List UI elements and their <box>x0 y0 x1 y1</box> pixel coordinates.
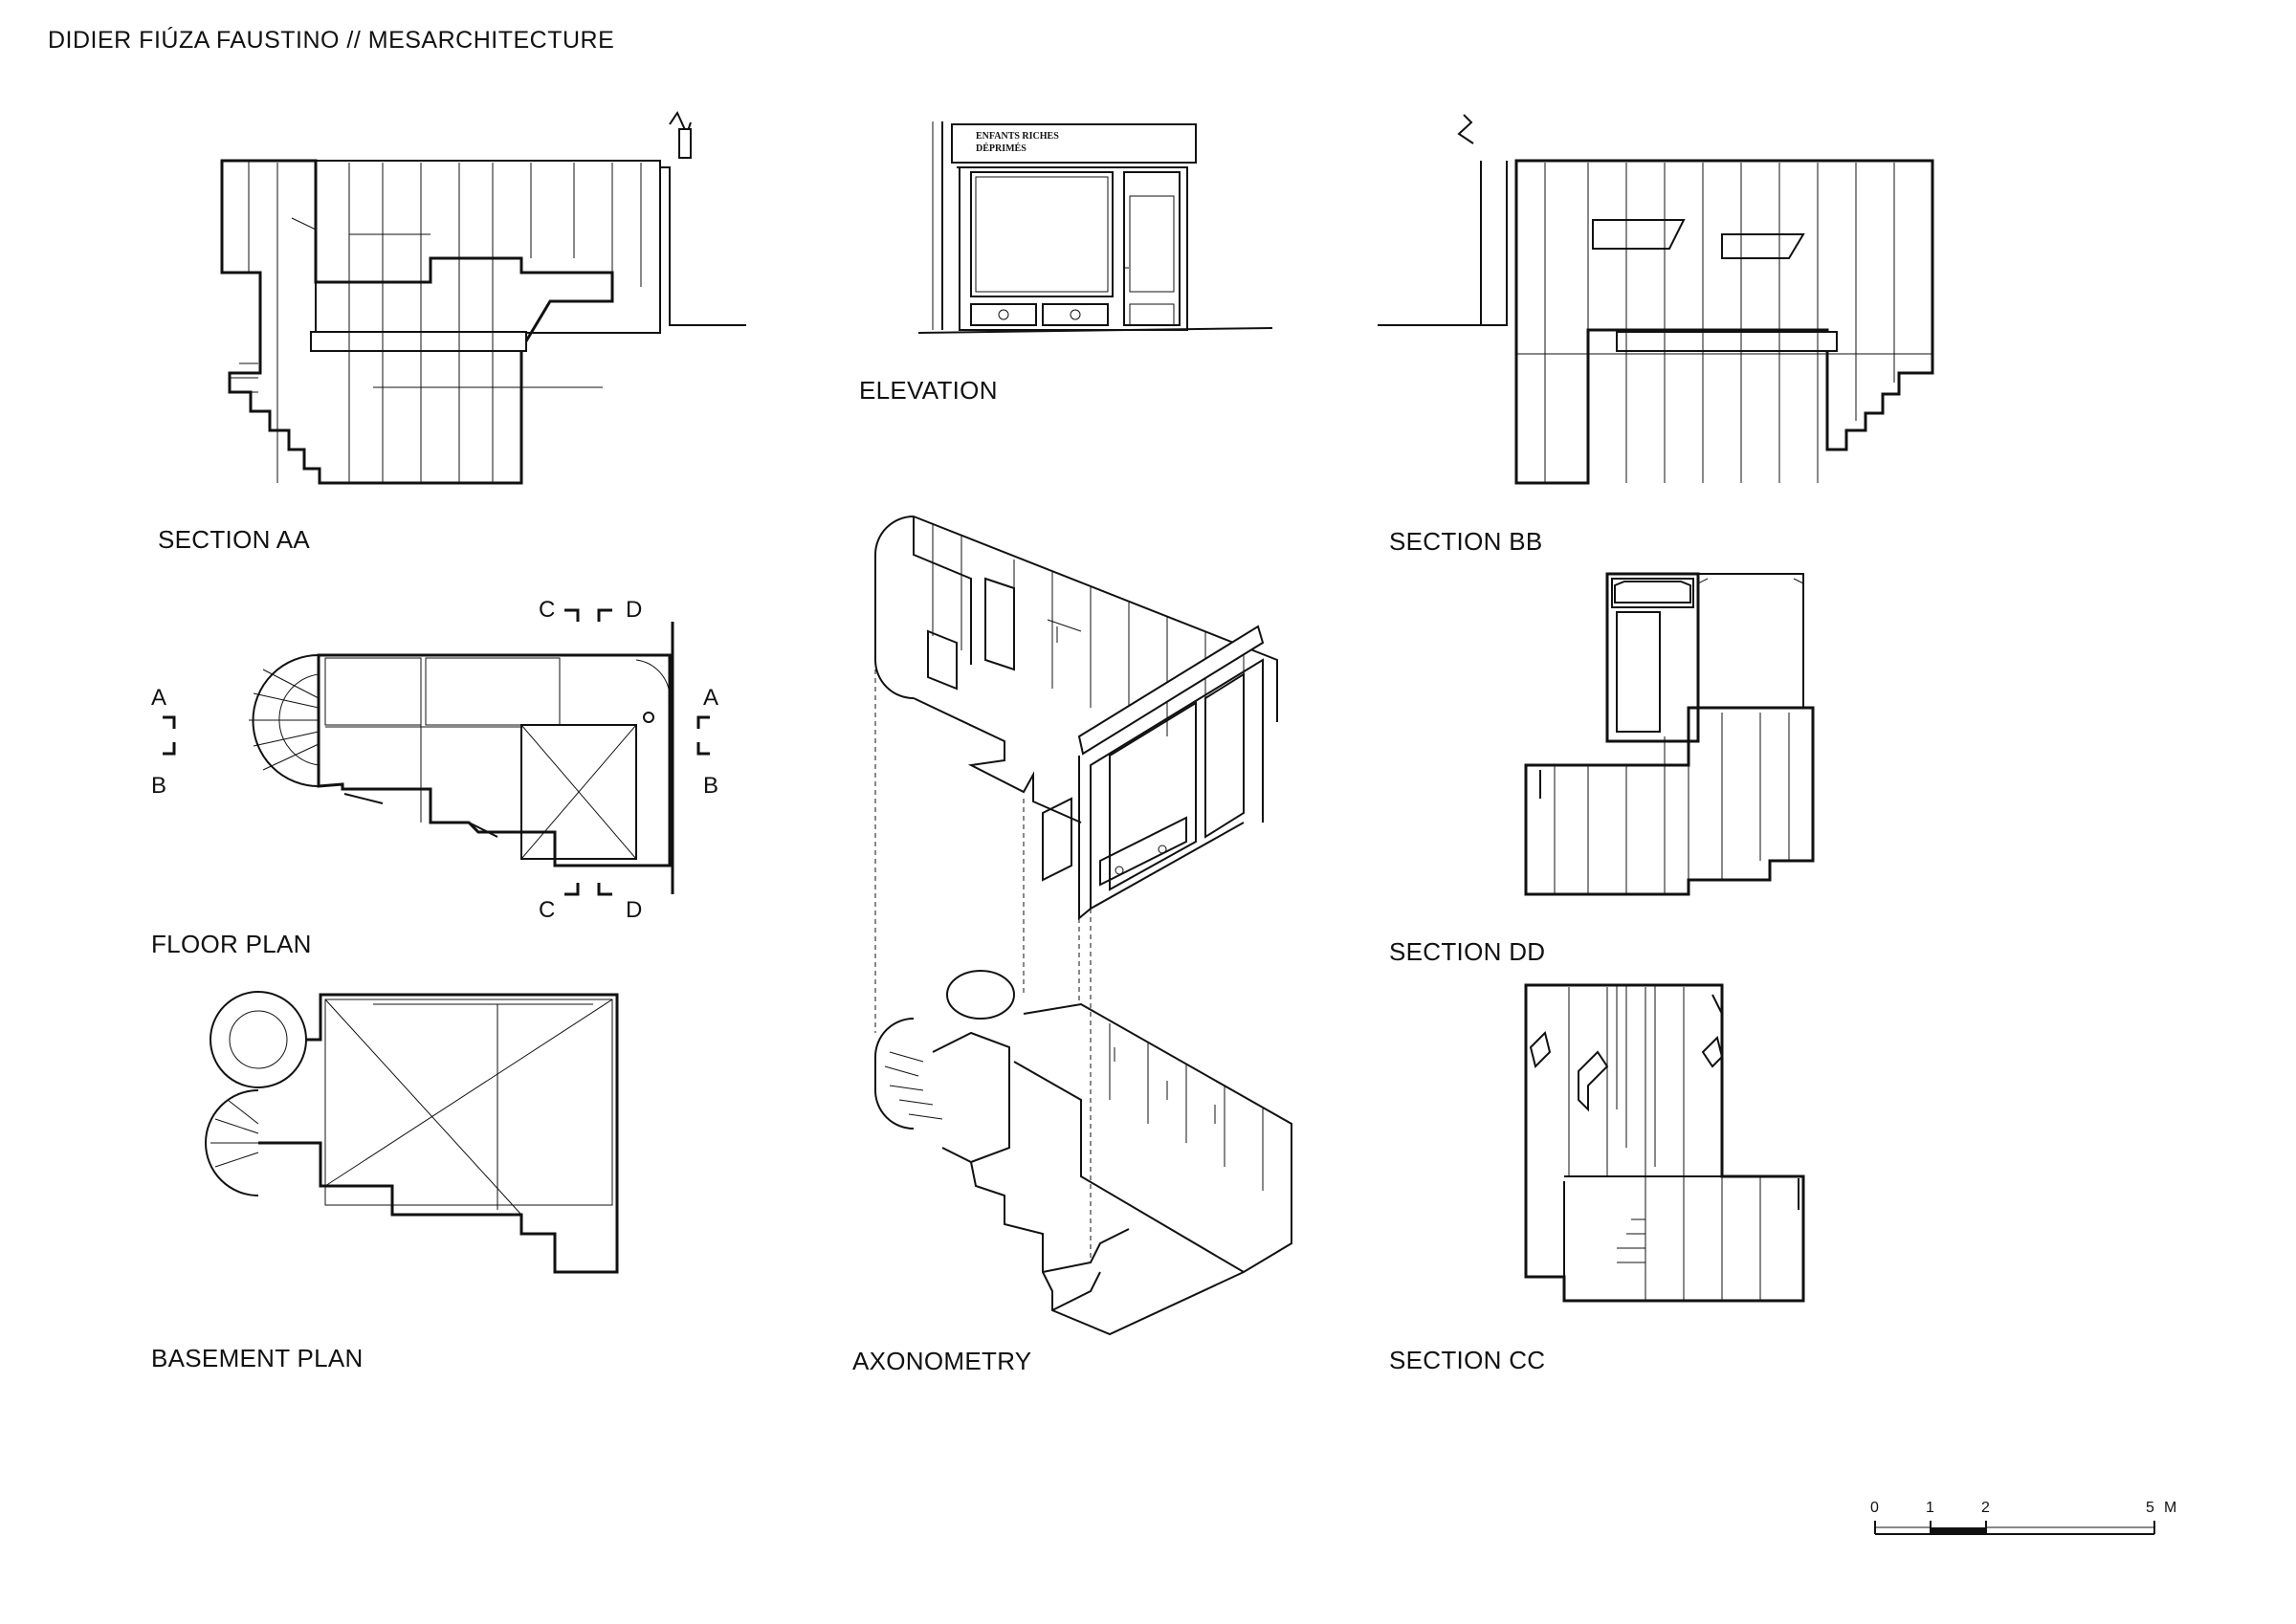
label-basement-plan: BASEMENT PLAN <box>151 1344 364 1372</box>
section-dd-drawing <box>1524 572 1815 896</box>
cut-marker-a-left: A <box>151 685 167 711</box>
shop-sign-line2: DÉPRIMÉS <box>976 143 1027 154</box>
axonometry-drawing <box>874 516 1292 1336</box>
basement-plan-drawing <box>205 991 619 1274</box>
scale-tick-5: 5 <box>2146 1500 2154 1516</box>
cut-marker-b-left: B <box>151 773 167 799</box>
scale-tick-1: 1 <box>1926 1500 1934 1516</box>
floor-plan-drawing <box>163 608 710 896</box>
label-section-aa: SECTION AA <box>158 525 311 554</box>
cut-marker-a-right: A <box>703 685 719 711</box>
section-cc-drawing <box>1524 983 1805 1303</box>
scale-unit: M <box>2164 1500 2177 1516</box>
cut-marker-b-right: B <box>703 773 719 799</box>
scale-tick-2: 2 <box>1981 1500 1990 1516</box>
label-floor-plan: FLOOR PLAN <box>151 930 312 958</box>
label-section-dd: SECTION DD <box>1389 937 1546 966</box>
elevation-drawing <box>917 121 1273 334</box>
section-aa-drawing <box>220 110 746 485</box>
cut-marker-c-top: C <box>539 597 556 623</box>
cut-marker-d-top: D <box>626 597 643 623</box>
sheet-header: DIDIER FIÚZA FAUSTINO // MESARCHITECTURE <box>48 27 615 54</box>
section-bb-drawing <box>1378 114 1934 485</box>
cut-marker-c-bottom: C <box>539 897 556 923</box>
scale-bar <box>1874 1521 2155 1535</box>
scale-tick-0: 0 <box>1870 1500 1879 1516</box>
label-section-bb: SECTION BB <box>1389 527 1543 556</box>
cut-marker-d-bottom: D <box>626 897 643 923</box>
shop-sign-line1: ENFANTS RICHES <box>976 131 1059 142</box>
label-section-cc: SECTION CC <box>1389 1346 1546 1374</box>
label-axonometry: AXONOMETRY <box>852 1347 1032 1375</box>
label-elevation: ELEVATION <box>859 376 998 405</box>
